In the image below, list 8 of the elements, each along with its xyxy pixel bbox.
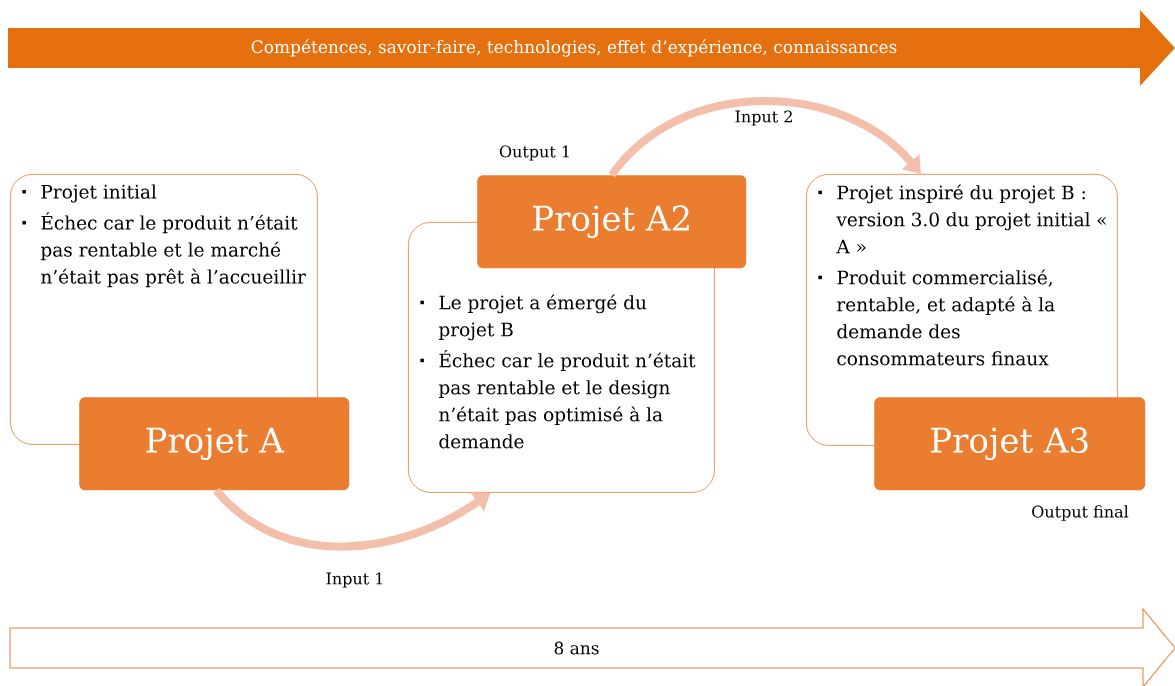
output-label: Output 1 [499,145,569,161]
output-label: Output final [1032,505,1129,521]
edge-label: Input 2 [733,109,795,127]
project-box: Projet A3 [874,397,1146,491]
project-box: Projet A [79,397,350,491]
curved-arrow [608,97,921,178]
project-box: Projet A2 [477,175,747,269]
edge-label: Input 1 [324,571,386,589]
